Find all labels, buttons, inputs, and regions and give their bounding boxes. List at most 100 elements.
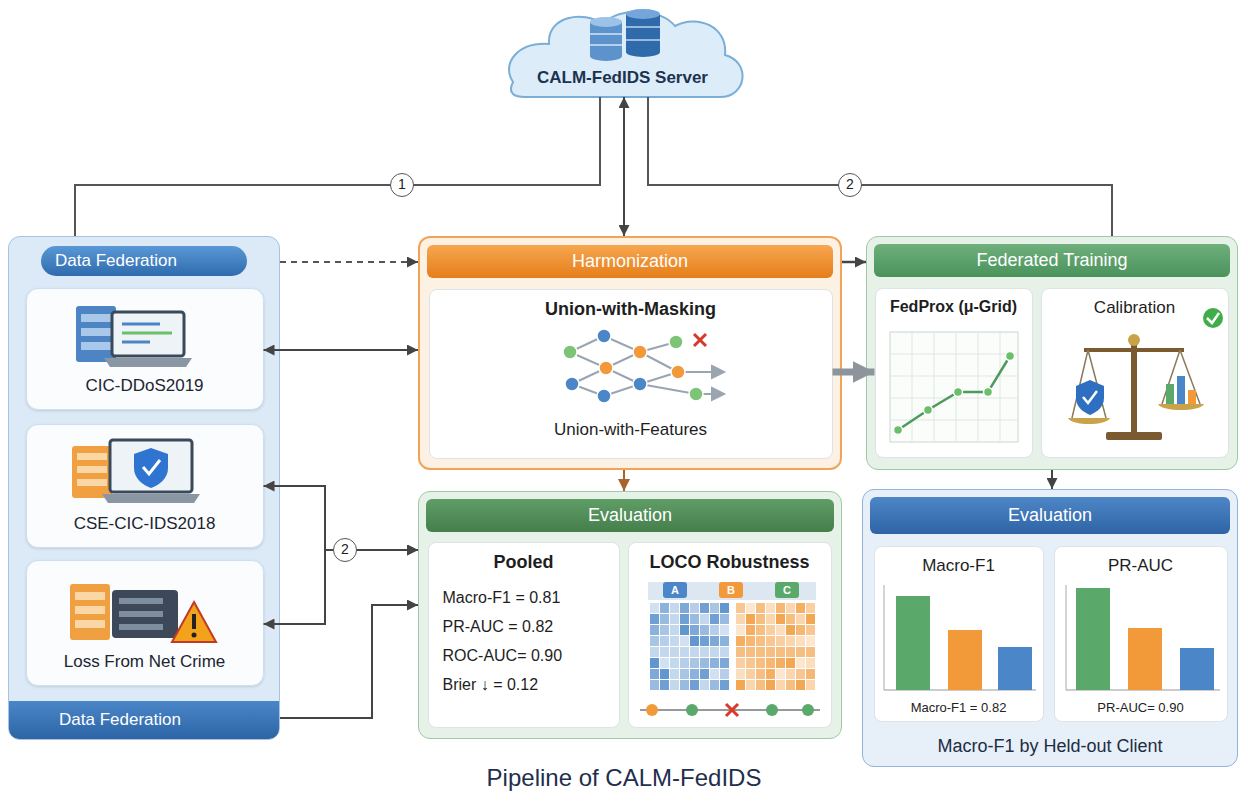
network-node-dots (599, 361, 613, 375)
heatmap-icon (700, 636, 709, 646)
heatmap-icon (786, 669, 795, 679)
heatmap-icon (700, 669, 709, 679)
dataset-card: CSE-CIC-IDS2018 (26, 424, 264, 548)
heatmap-icon (766, 625, 775, 635)
heatmap-icon (710, 625, 719, 635)
node-heading: Evaluation (426, 499, 834, 532)
server-laptop-icon (104, 358, 192, 367)
network-node-dots (563, 329, 703, 403)
network-graph-icon (572, 368, 606, 384)
node-heading: Loss From Net Crime (64, 652, 226, 672)
heatmap-icon (796, 647, 805, 657)
server-laptop-icon (122, 341, 150, 344)
evaluation-panel: PooledMacro-F1 = 0.81PR-AUC = 0.82ROC-AU… (418, 491, 842, 739)
heatmap-icon (670, 658, 679, 668)
heatmap-icon (650, 625, 659, 635)
heatmap-icon (686, 704, 698, 716)
balance-scale-icon (1084, 348, 1184, 352)
heatmap-icon (690, 636, 699, 646)
heatmap-icon (766, 603, 775, 613)
heatmap-icon (660, 658, 669, 668)
callout-number: 2 (838, 173, 862, 197)
callout-number: 1 (390, 173, 414, 197)
server-warning-icon (75, 592, 105, 600)
heatmap-icon (736, 636, 745, 646)
tab-label: B (719, 582, 743, 598)
network-graph-icon (606, 368, 640, 384)
heatmap-icon (796, 614, 805, 624)
heatmap-icon (650, 603, 815, 690)
heatmap-icon (786, 625, 795, 635)
node-heading: PR-AUC (1108, 556, 1173, 576)
node-text: Macro-F1 = 0.82 (911, 700, 1007, 715)
heatmap-icon (680, 614, 689, 624)
balance-scale-icon (1076, 380, 1104, 415)
heatmap-icon (700, 647, 709, 657)
heatmap-icon (756, 658, 765, 668)
heatmap-icon (786, 614, 795, 624)
metrics-box: PooledMacro-F1 = 0.81PR-AUC = 0.82ROC-AU… (428, 542, 620, 728)
network-graph-icon (694, 334, 706, 346)
server-warning-icon (70, 584, 216, 642)
network-graph-icon (712, 366, 724, 378)
heatmap-icon (746, 603, 755, 613)
tab-label: C (775, 582, 799, 598)
heatmap-icon (650, 603, 659, 613)
heatmap-icon (700, 680, 709, 690)
bar-chart-icon (896, 596, 930, 690)
bar-chart-icon (1066, 585, 1220, 690)
heatmap-icon (720, 614, 729, 624)
node-heading: Federated Training (874, 244, 1230, 277)
heatmap-icon (796, 680, 805, 690)
line-chart-icon (954, 388, 963, 397)
shield-laptop-icon (134, 448, 168, 488)
chart-box: Macro-F1Macro-F1 = 0.82 (874, 546, 1044, 722)
connector-arrow (75, 97, 600, 236)
node-heading: Union-with-Masking (545, 299, 716, 320)
heatmap-icon (746, 680, 755, 690)
network-node-dots (633, 345, 647, 359)
shield-laptop-icon (77, 453, 107, 460)
tab-wrap: A (663, 582, 687, 598)
balance-scale-icon (1088, 350, 1106, 418)
network-graph-icon (570, 336, 604, 352)
connector-arrow (833, 369, 875, 376)
heatmap-icon (650, 669, 659, 679)
heatmap-icon (756, 625, 765, 635)
title-wrap: Pipeline of CALM-FedIDS (0, 764, 1248, 792)
callout-number: 2 (333, 538, 357, 562)
network-graph-icon (572, 384, 604, 396)
bar-chart-icon (948, 630, 982, 690)
heatmap-icon (776, 680, 785, 690)
connector-arrow (842, 261, 866, 264)
heatmap-icon (746, 647, 755, 657)
cloud-outline (509, 11, 743, 97)
shield-laptop-icon (110, 440, 192, 492)
heatmap-icon (650, 636, 659, 646)
heatmap-icon (720, 636, 729, 646)
network-node-dots (689, 387, 703, 401)
database-icon (590, 9, 660, 61)
line-chart-icon (1000, 332, 1001, 442)
balance-scale-icon (1177, 376, 1185, 404)
tab-wrap: B (719, 582, 743, 598)
node-heading: Calibration (1094, 298, 1175, 318)
node-heading: Macro-F1 (922, 556, 995, 576)
line-chart-icon (894, 426, 903, 435)
line-chart-icon (924, 406, 933, 415)
node-heading: Data Federation (41, 246, 247, 276)
heatmap-icon (680, 647, 689, 657)
heatmap-icon (766, 647, 775, 657)
shield-laptop-icon (102, 494, 200, 503)
heatmap-icon (766, 680, 775, 690)
line-chart-icon (1006, 352, 1015, 361)
node-heading: Pooled (493, 552, 553, 573)
server-laptop-icon (76, 306, 116, 362)
heatmap-icon (690, 658, 699, 668)
bar-chart-icon (1180, 648, 1214, 690)
dataset-card: CIC-DDoS2019 (26, 288, 264, 410)
heatmap-icon (756, 680, 765, 690)
bar-chart-icon (884, 585, 1036, 690)
heatmap-icon (660, 603, 669, 613)
